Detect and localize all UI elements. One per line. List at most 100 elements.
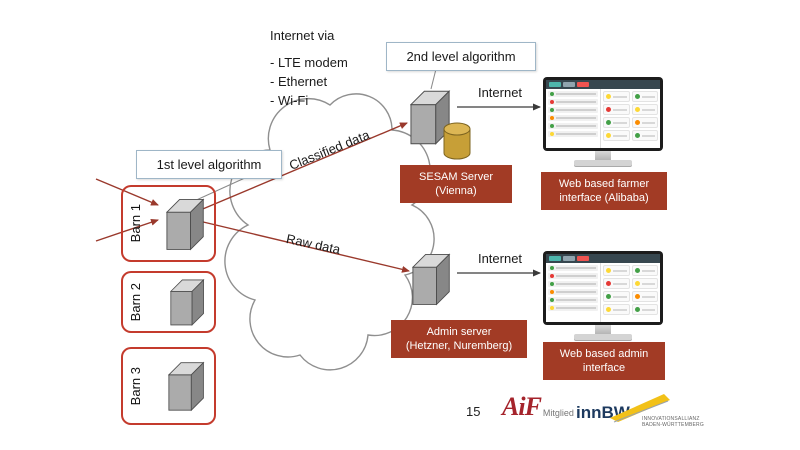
status-dot-icon [606,281,612,286]
text-line [556,93,597,95]
text-line [556,307,597,309]
list-item [548,305,599,311]
stat-tile [631,278,658,289]
list-item [548,289,599,295]
app-tile-grid [601,89,660,148]
text-line [641,269,655,272]
app-body [546,89,660,148]
stat-tile [603,130,630,141]
text-line [556,267,597,269]
first-level-algorithm-label: 1st level algorithm [156,157,262,172]
status-dot-icon [634,307,640,312]
barn-2-gateway-icon [170,278,205,326]
text-line [641,282,655,285]
status-dot-icon [634,107,640,112]
text-line [641,95,655,98]
barn-3-box: Barn 3 [121,347,216,425]
internet-via-title: Internet via [270,28,335,43]
text-line [556,109,597,111]
status-dot-icon [634,268,640,273]
barn-2-box: Barn 2 [121,271,216,333]
status-dot-icon [634,120,640,125]
list-item [548,99,599,105]
list-item [548,281,599,287]
aif-logo: AiF Mitglied [502,394,574,420]
barn-1-box: Barn 1 [121,185,216,262]
status-dot-icon [550,92,554,96]
header-chip [549,82,561,87]
aif-logo-subtext: Mitglied [542,408,574,418]
header-chip [563,256,575,261]
text-line [556,283,597,285]
raw-data-label: Raw data [284,231,342,258]
stat-tile [603,291,630,302]
stat-tile [631,117,658,128]
monitor-base [574,334,632,340]
text-line [613,95,627,98]
admin-interface-label-text: Web based admin interface [559,348,649,374]
sesam-server-label: SESAM Server (Vienna) [400,165,512,203]
internet-via-note: Internet via - LTE modem - Ethernet - Wi… [270,26,348,110]
list-item [548,115,599,121]
app-body [546,263,660,322]
admin-app-preview [546,254,660,322]
list-item [548,273,599,279]
admin-monitor-screen [543,251,663,325]
text-line [641,121,655,124]
status-dot-icon [634,133,640,138]
text-line [613,282,627,285]
stat-tile [603,91,630,102]
app-header-bar [546,80,660,89]
barn-2-label: Barn 2 [128,282,143,322]
status-dot-icon [634,281,640,286]
status-dot-icon [606,268,612,273]
text-line [556,133,597,135]
text-line [556,125,597,127]
status-dot-icon [550,290,554,294]
stat-tile [603,278,630,289]
page-number: 15 [466,404,481,419]
text-line [641,134,655,137]
second-level-algorithm-label: 2nd level algorithm [406,49,516,64]
text-line [556,291,597,293]
database-icon [443,122,471,160]
internet-label-bottom: Internet [477,251,523,266]
admin-server-label-text: Admin server (Hetzner, Nuremberg) [405,326,513,352]
farmer-monitor-icon [543,77,663,166]
list-item [548,131,599,137]
status-dot-icon [550,266,554,270]
header-chip [563,82,575,87]
status-dot-icon [550,306,554,310]
admin-interface-label: Web based admin interface [543,342,665,380]
stat-tile [603,104,630,115]
internet-via-item-wifi: - Wi-Fi [270,93,309,108]
barn-1-gateway-icon [166,197,205,251]
status-dot-icon [634,294,640,299]
status-dot-icon [550,132,554,136]
farmer-interface-label-text: Web based farmer interface (Alibaba) [558,178,650,204]
text-line [556,275,597,277]
status-dot-icon [606,307,612,312]
status-dot-icon [550,100,554,104]
text-line [556,117,597,119]
sesam-server-label-text: SESAM Server (Vienna) [419,171,493,197]
barn-3-gateway-icon [168,361,205,412]
list-item [548,123,599,129]
status-dot-icon [606,107,612,112]
second-level-algorithm-callout: 2nd level algorithm [386,42,536,71]
app-list-panel [546,89,602,148]
text-line [641,308,655,311]
header-chip [577,256,589,261]
internet-label-top: Internet [477,85,523,100]
status-dot-icon [606,120,612,125]
status-dot-icon [550,298,554,302]
stat-tile [631,91,658,102]
status-dot-icon [550,108,554,112]
list-item [548,265,599,271]
farmer-interface-label: Web based farmer interface (Alibaba) [541,172,667,210]
farmer-monitor-screen [543,77,663,151]
app-list-panel [546,263,602,322]
stat-tile [603,117,630,128]
text-line [613,295,627,298]
header-chip [577,82,589,87]
